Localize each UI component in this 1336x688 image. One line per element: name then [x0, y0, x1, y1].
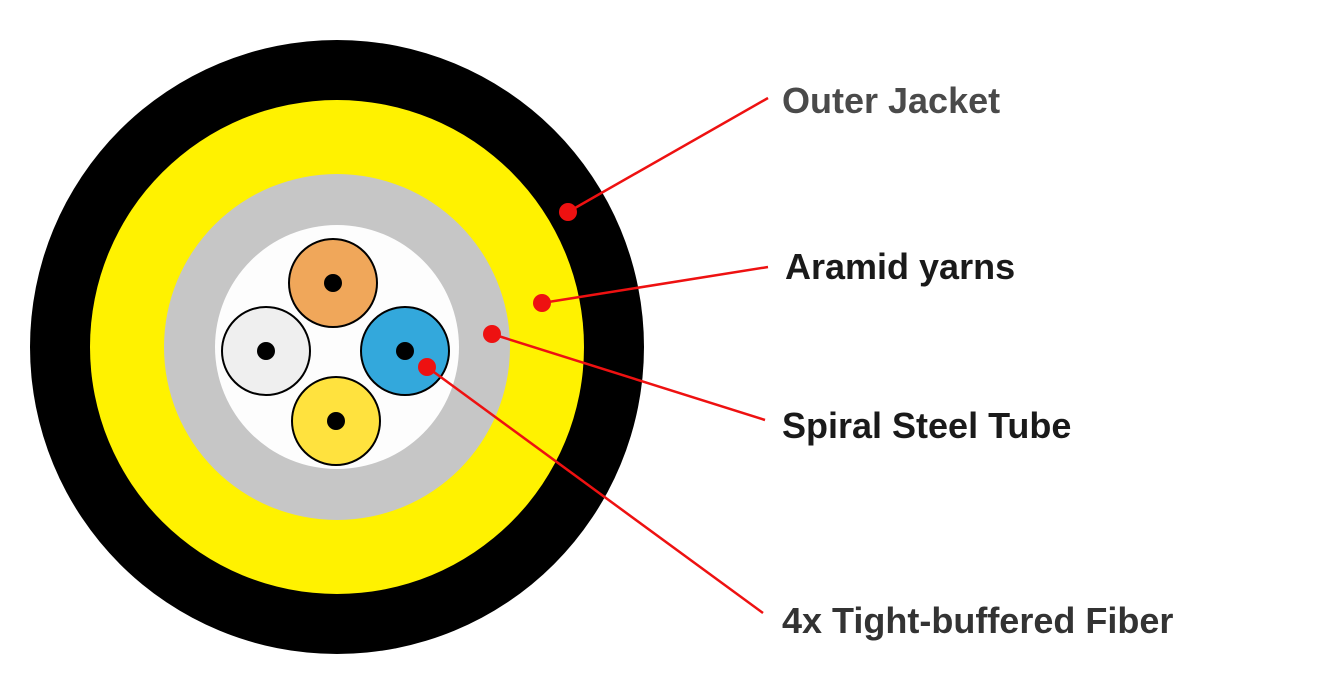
leader-lines [426, 96, 769, 615]
fiber-right-core-dot [396, 342, 414, 360]
cable-rings [30, 40, 644, 654]
tight-buffered-fiber-label: 4x Tight-buffered Fiber [782, 600, 1173, 641]
aramid-yarns-label: Aramid yarns [785, 246, 1015, 287]
tube-interior-circle [215, 225, 459, 469]
spiral-steel-tube-leader-line [491, 332, 766, 422]
spiral-steel-tube-anchor-dot [483, 325, 501, 343]
tight-buffered-fiber-anchor-dot [418, 358, 436, 376]
aramid-yarns-leader-line [541, 265, 769, 305]
fiber-left-core-dot [257, 342, 275, 360]
spiral-steel-tube-label: Spiral Steel Tube [782, 405, 1071, 446]
fiber-bottom-core-dot [327, 412, 345, 430]
outer-jacket-label: Outer Jacket [782, 80, 1000, 121]
outer-jacket-leader-line [567, 96, 769, 214]
fiber-top-core-dot [324, 274, 342, 292]
aramid-yarns-anchor-dot [533, 294, 551, 312]
tight-buffered-fiber-leader-line [426, 365, 764, 615]
outer-jacket-anchor-dot [559, 203, 577, 221]
leader-anchor-dots [418, 203, 577, 376]
diagram-labels: Outer Jacket Aramid yarns Spiral Steel T… [782, 80, 1173, 641]
